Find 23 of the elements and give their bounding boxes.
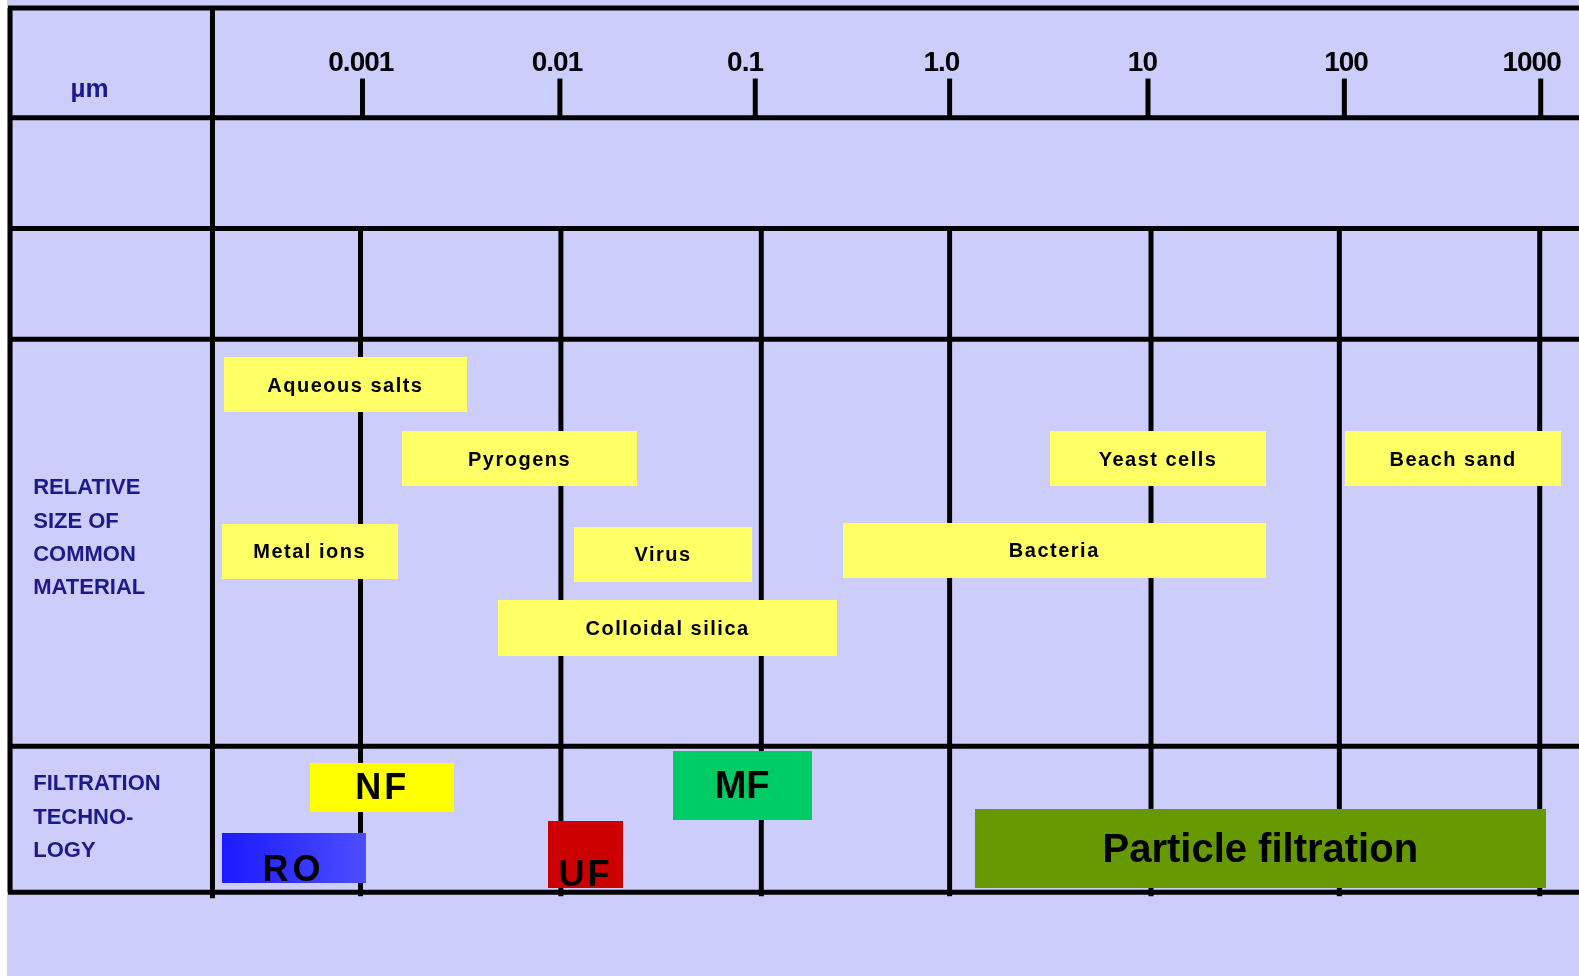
technology-bar: Particle filtration <box>974 808 1546 889</box>
row-heading: FILTRATION TECHNO- LOGY <box>33 769 162 864</box>
material-label: Bacteria <box>842 522 1266 578</box>
unit-label: µm <box>70 72 109 104</box>
material-label: Aqueous salts <box>223 357 468 412</box>
row-heading: RELATIVE SIZE OF COMMON MATERIAL <box>33 473 147 601</box>
technology-bar: RO <box>221 832 366 884</box>
tick-label: 0.1 <box>727 46 763 79</box>
technology-bar: UF <box>547 820 624 889</box>
material-label: Virus <box>574 526 753 583</box>
material-label: Yeast cells <box>1050 431 1266 487</box>
tick-label: 100 <box>1324 46 1368 79</box>
material-label: Colloidal silica <box>498 600 837 656</box>
material-label: Metal ions <box>221 523 398 579</box>
material-label: Pyrogens <box>401 431 638 487</box>
tick-label: 1.0 <box>923 46 960 79</box>
material-label: Beach sand <box>1345 431 1561 487</box>
tick-label: 10 <box>1127 46 1157 79</box>
tick-label: 0.001 <box>328 46 394 79</box>
tick-label: 1000 <box>1502 46 1561 79</box>
technology-bar: MF <box>672 751 812 820</box>
technology-bar: NF <box>310 763 455 812</box>
tick-label: 0.01 <box>531 46 583 79</box>
